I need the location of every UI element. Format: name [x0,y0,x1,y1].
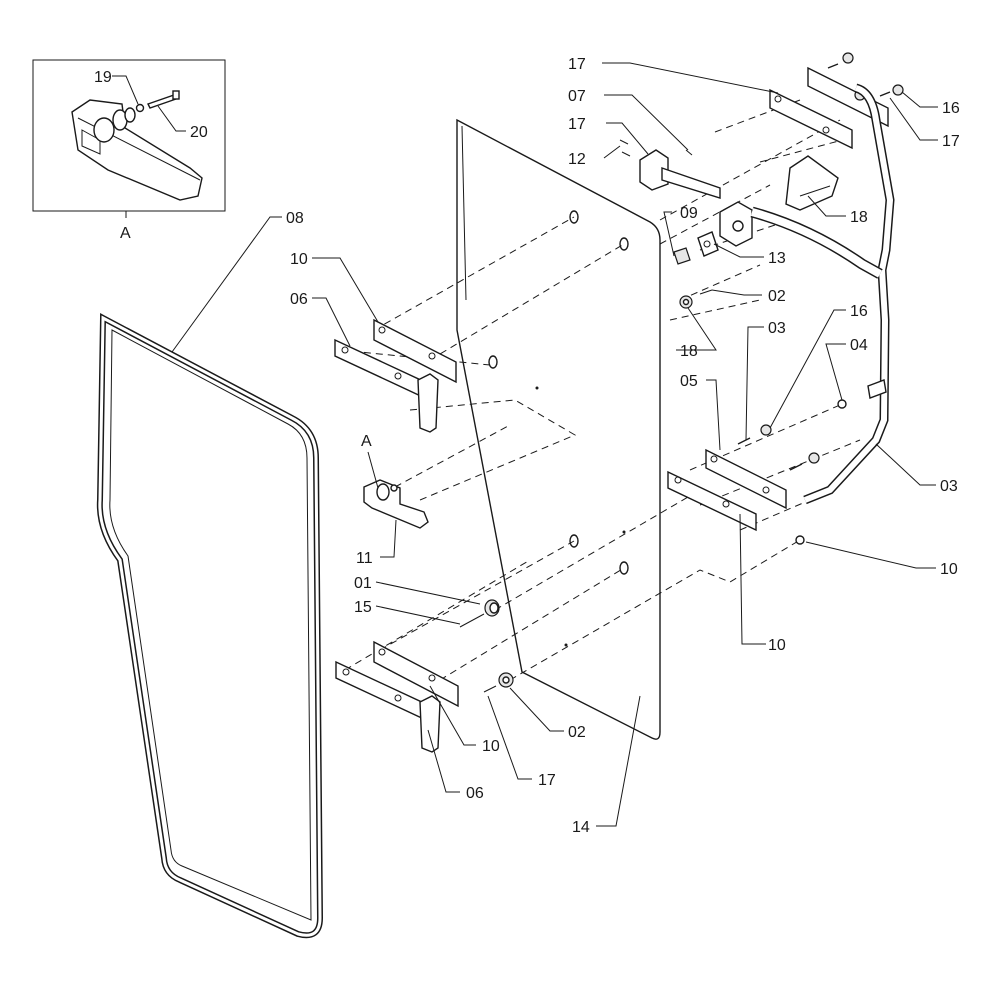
callout-06-lower: 06 [466,785,484,802]
washer-03-upper [837,399,847,409]
callout-18-mid: 16 [850,303,868,320]
callout-19: 19 [94,69,112,86]
callout-17-top: 07 [568,88,586,105]
detail-view-a [32,59,226,212]
grommet-01 [484,599,500,617]
callout-20: 20 [190,124,208,141]
latch-07 [639,149,721,199]
glass-panel [456,118,661,740]
callout-12: 09 [680,205,698,222]
callout-16-mid: 03 [768,320,786,337]
callout-labels: 19 20 A 08 10 06 A 11 01 15 10 06 17 02 … [94,56,960,836]
callout-17-right: 02 [768,288,786,305]
callout-10-upper-left: 10 [290,251,308,268]
striker-09 [697,201,753,257]
callout-10-lower-left: 10 [482,738,500,755]
callout-10-lower-right: 10 [768,637,786,654]
detail-door-handle [71,99,203,201]
callout-03-upper: 04 [850,337,868,354]
right-hinge-plate-04 [705,448,787,510]
callout-17-lower: 17 [538,772,556,789]
callout-07: 17 [568,116,586,133]
pin-15 [459,613,485,628]
right-hinge-plate-10 [667,470,757,532]
lower-hinge-plate [373,640,459,708]
callout-10-top: 17 [568,56,586,73]
callout-01: 01 [354,575,372,592]
screw-17-lower [483,685,497,693]
nut-18-lower [760,424,772,436]
detail-callout-label: A [361,433,372,450]
detail-screw [147,94,177,109]
callout-11: 11 [356,550,373,567]
callout-02-lower: 02 [568,724,586,741]
grab-rail [750,83,895,505]
callout-03-lower: 10 [940,561,958,578]
callout-09: 13 [768,250,786,267]
callout-18-top: 16 [942,100,960,117]
door-seal [96,313,324,939]
callout-05: 03 [940,478,958,495]
callout-04: 05 [680,373,698,390]
callout-14: 14 [572,819,590,836]
door-handle-assembly [363,479,429,529]
callout-13: 18 [850,209,868,226]
bracket-13 [785,155,839,211]
detail-washer [135,103,145,113]
nut-18-upper [892,84,904,96]
lower-hinge-bracket [335,660,441,753]
callout-16-top: 17 [942,133,960,150]
nut-12 [673,247,691,265]
detail-view-label: A [120,225,131,242]
leader-lines [112,62,938,827]
callout-08: 08 [286,210,304,227]
upper-hinge-bracket [334,338,439,433]
top-hinge-plate [769,88,853,150]
callout-06-upper: 06 [290,291,308,308]
callout-02-upper: 18 [680,343,698,360]
callout-17-mid: 12 [568,151,586,168]
callout-15: 15 [354,599,372,616]
washer-03-lower [795,535,805,545]
upper-hinge-plate [373,318,457,384]
